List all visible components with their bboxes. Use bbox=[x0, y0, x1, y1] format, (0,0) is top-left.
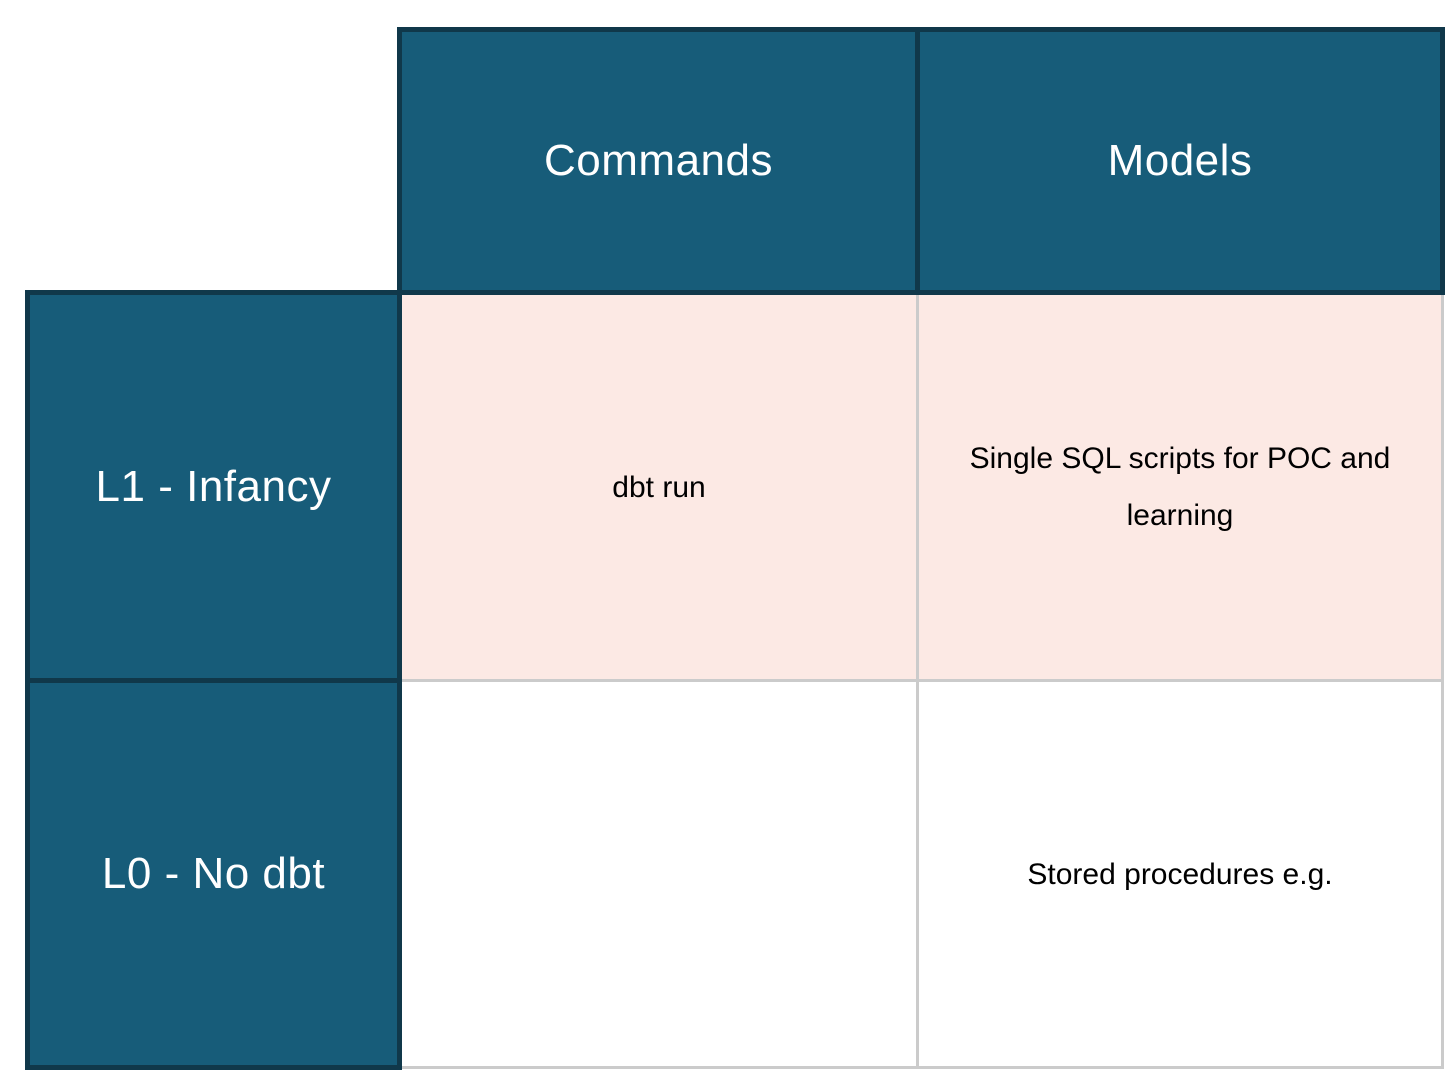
column-header-commands: Commands bbox=[397, 27, 920, 295]
column-header-commands-label: Commands bbox=[544, 136, 773, 185]
row-header-l1-label: L1 - Infancy bbox=[95, 461, 332, 511]
cell-l0-commands bbox=[398, 679, 919, 1069]
cell-l1-commands: dbt run bbox=[398, 291, 919, 682]
row-header-l0-no-dbt: L0 - No dbt bbox=[25, 678, 402, 1070]
maturity-matrix-table: Commands Models L1 - Infancy dbt run Sin… bbox=[25, 27, 1445, 1070]
column-header-models-label: Models bbox=[1107, 136, 1253, 185]
corner-cell bbox=[28, 30, 400, 293]
cell-l0-models-text: Stored procedures e.g. bbox=[1027, 857, 1333, 891]
cell-l0-models: Stored procedures e.g. bbox=[916, 679, 1444, 1069]
row-header-l0-label: L0 - No dbt bbox=[101, 849, 326, 898]
table-row-l0: L0 - No dbt Stored procedures e.g. bbox=[25, 678, 1444, 1070]
table-row-l1: L1 - Infancy dbt run Single SQL scripts … bbox=[25, 290, 1444, 683]
column-header-models: Models bbox=[915, 27, 1445, 295]
cell-l1-models-text: Single SQL scripts for POC and learning bbox=[969, 442, 1391, 532]
cell-l1-commands-text: dbt run bbox=[612, 470, 706, 504]
row-header-l1-infancy: L1 - Infancy bbox=[25, 290, 402, 683]
cell-l1-models: Single SQL scripts for POC and learning bbox=[916, 291, 1444, 682]
header-row: Commands Models bbox=[28, 27, 1445, 295]
